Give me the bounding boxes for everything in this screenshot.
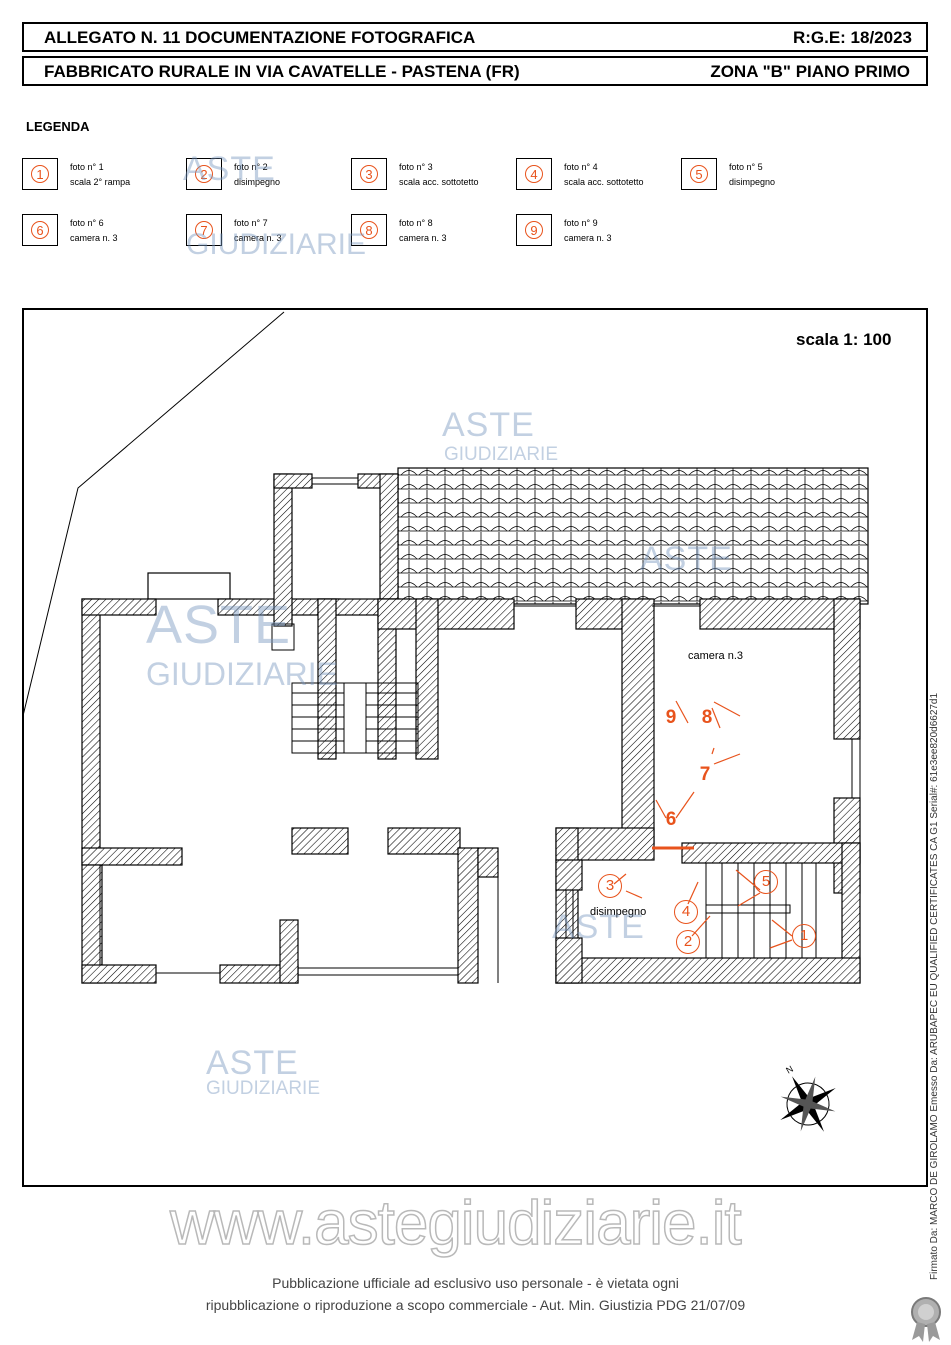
legend-photo-label: foto n° 9 [564,218,598,228]
site-boundary [22,311,285,721]
legend-item: 4 foto n° 4 scala acc. sottotetto [516,158,676,194]
plan-scale: scala 1: 100 [796,330,892,349]
photo-mark-3: 3 [598,874,622,898]
legend-number: 3 [360,165,378,183]
header-reference: R:G.E: 18/2023 [792,28,912,47]
photo-mark-9: 9 [665,707,677,728]
watermark-aste: ASTE [640,540,733,578]
legend-marker-box: 1 [22,158,58,190]
main-stair [291,682,419,754]
legend-photo-label: foto n° 1 [70,162,104,172]
legend-marker-box: 7 [186,214,222,246]
legend-photo-label: foto n° 5 [729,162,763,172]
watermark-aste: ASTE [442,406,535,444]
balcony [147,572,231,600]
legend-number: 5 [690,165,708,183]
legend-number: 1 [31,165,49,183]
legend-location-label: scala acc. sottotetto [399,177,479,187]
legend-item: 8 foto n° 8 camera n. 3 [351,214,511,250]
legend-photo-label: foto n° 3 [399,162,433,172]
legend-location-label: camera n. 3 [564,233,612,243]
watermark-aste: ASTE [146,595,292,655]
watermark-giudiziarie: GIUDIZIARIE [186,228,367,261]
watermark-giudiziarie: GIUDIZIARIE [444,444,559,465]
legend-number: 4 [525,165,543,183]
legend-location-label: camera n. 3 [70,233,118,243]
legend-marker-box: 6 [22,214,58,246]
legend-number: 2 [195,165,213,183]
photo-mark-6: 6 [665,809,677,830]
legend-marker-box: 5 [681,158,717,190]
legend-marker-box: 9 [516,214,552,246]
legend-photo-label: foto n° 8 [399,218,433,228]
legend-item: 9 foto n° 9 camera n. 3 [516,214,676,250]
legend-number: 6 [31,221,49,239]
photo-mark-7: 7 [699,764,711,785]
legend-number: 9 [525,221,543,239]
header-row-1: ALLEGATO N. 11 DOCUMENTAZIONE FOTOGRAFIC… [22,22,928,52]
award-seal-icon [911,1297,941,1342]
photo-mark-4: 4 [674,900,698,924]
header-row-2: FABBRICATO RURALE IN VIA CAVATELLE - PAS… [22,56,928,86]
walls [81,473,861,984]
legend-location-label: camera n. 3 [234,233,282,243]
thin-lines [99,477,861,983]
legend-number: 8 [360,221,378,239]
header-building: FABBRICATO RURALE IN VIA CAVATELLE - PAS… [44,62,520,81]
roof-tiles [397,467,869,605]
legend-location-label: disimpegno [729,177,776,187]
legend-number: 7 [195,221,213,239]
floor-plan: N [22,311,869,1132]
legend-location-label: scala acc. sottotetto [564,177,644,187]
legend-item: 1 foto n° 1 scala 2° rampa [22,158,182,194]
legend-marker-box: 3 [351,158,387,190]
watermark-aste: ASTE [206,1044,299,1082]
legend-item: 6 foto n° 6 camera n. 3 [22,214,182,250]
legend-location-label: scala 2° rampa [70,177,131,187]
legend-item: 2 foto n° 2 disimpegno [186,158,346,194]
photo-mark-5: 5 [754,870,778,894]
photo-mark-1: 1 [792,924,816,948]
photo-mark-8: 8 [701,707,713,728]
legend-photo-label: foto n° 6 [70,218,104,228]
legend-item: 7 foto n° 7 camera n. 3 [186,214,346,250]
header-zone: ZONA "B" PIANO PRIMO [710,62,910,81]
watermark-giudiziarie: GIUDIZIARIE [206,1078,321,1099]
legend-marker-box: 8 [351,214,387,246]
north-compass-icon: N [780,1064,836,1132]
legend-marker-box: 4 [516,158,552,190]
footer-line-2: ripubblicazione o riproduzione a scopo c… [205,1297,746,1313]
legend-photo-label: foto n° 4 [564,162,598,172]
legend-item: 3 foto n° 3 scala acc. sottotetto [351,158,511,194]
legend-photo-label: foto n° 7 [234,218,268,228]
watermark-site: www.astegiudiziarie.it [169,1188,742,1259]
watermark-giudiziarie: GIUDIZIARIE [146,656,339,692]
legend-photo-label: foto n° 2 [234,162,268,172]
photo-mark-2: 2 [676,930,700,954]
room-label-camera: camera n.3 [688,650,744,662]
header-title: ALLEGATO N. 11 DOCUMENTAZIONE FOTOGRAFIC… [44,28,476,47]
footer-line-1: Pubblicazione ufficiale ad esclusivo uso… [272,1275,679,1291]
plan-frame [22,308,928,1187]
svg-text:N: N [784,1064,795,1076]
room-label-disimpegno: disimpegno [590,906,647,918]
legend-title: LEGENDA [26,119,90,134]
legend-location-label: camera n. 3 [399,233,447,243]
legend-location-label: disimpegno [234,177,281,187]
legend-marker-box: 2 [186,158,222,190]
watermark-aste: ASTE [183,150,276,188]
digital-signature: Firmato Da: MARCO DE GIROLAMO Emesso Da:… [929,692,940,1280]
legend-item: 5 foto n° 5 disimpegno [681,158,841,194]
watermark-aste: ASTE [552,908,645,946]
